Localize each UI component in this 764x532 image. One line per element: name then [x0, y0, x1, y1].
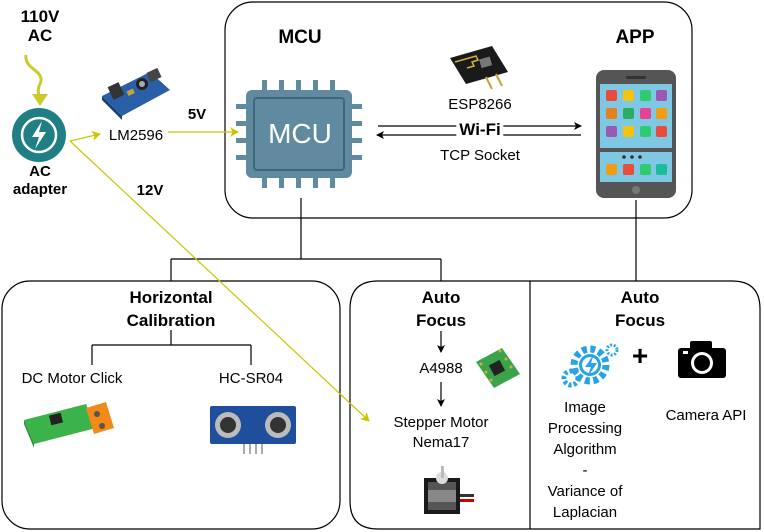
- mcu-title: MCU: [278, 27, 322, 48]
- camera-icon: [678, 341, 726, 378]
- adapter-to-stepper-line: [69, 140, 370, 422]
- plus-sign: +: [631, 340, 649, 371]
- a4988-driver-icon: [476, 348, 520, 388]
- wifi-label: Wi-Fi: [456, 120, 504, 140]
- lm2596-board-icon: [102, 67, 170, 120]
- power-input-label: 110V AC: [20, 7, 60, 45]
- mcu-chip-icon: [236, 80, 362, 188]
- camera-api-label: Camera API: [665, 407, 747, 424]
- image-processing-label: Image Processing Algorithm - Variance of…: [547, 399, 623, 521]
- twelve-volt-label: 12V: [136, 182, 164, 199]
- dc-motor-click-board-icon: [24, 402, 114, 448]
- tcp-socket-label: TCP Socket: [440, 147, 520, 164]
- app-title: APP: [615, 27, 655, 48]
- stepper-motor-label: Stepper Motor Nema17: [393, 414, 489, 451]
- ac-adapter-icon: [12, 108, 66, 162]
- autofocus-right-title: Auto Focus: [614, 288, 666, 330]
- mcu-chip-label: MCU: [268, 118, 332, 149]
- power-bolt-arrow: [24, 54, 43, 101]
- five-volt-label: 5V: [187, 106, 207, 123]
- hc-sr04-sensor-icon: [210, 406, 296, 454]
- esp8266-module-icon: [450, 46, 508, 90]
- ac-adapter-label: AC adapter: [12, 163, 68, 198]
- smartphone-icon: [596, 70, 676, 198]
- power-bolt-head: [32, 94, 48, 106]
- hc-sr04-label: HC-SR04: [218, 370, 284, 387]
- horizontal-calibration-title: Horizontal Calibration: [126, 288, 216, 330]
- image-processing-gears-icon: [561, 343, 619, 388]
- autofocus-panel: [349, 280, 761, 530]
- adapter-to-lm-line: [69, 130, 101, 142]
- autofocus-left-title: Auto Focus: [415, 288, 467, 330]
- stepper-motor-icon: [424, 466, 474, 514]
- lm2596-label: LM2596: [108, 127, 164, 144]
- dc-motor-click-label: DC Motor Click: [21, 370, 123, 387]
- a4988-label: A4988: [419, 360, 463, 377]
- esp8266-label: ESP8266: [448, 96, 512, 113]
